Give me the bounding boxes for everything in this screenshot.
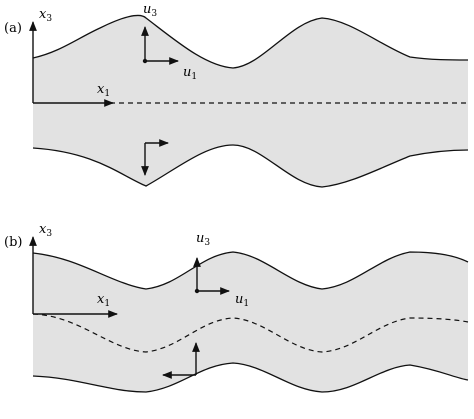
panel-a-bottom-surface (32, 144, 469, 188)
panel-a-plate-band (33, 15, 468, 187)
panel-b-u3-label: u3 (196, 231, 210, 248)
panel-b-plate-band (33, 252, 468, 392)
panel-b-top-origin-dot (194, 288, 200, 294)
panel-a-u1-label: u1 (183, 65, 197, 82)
panel-b-x1-label: x1 (97, 292, 110, 309)
panel-b-tag: (b) (4, 235, 22, 250)
panel-a: (a) x3 x1 u3 u1 (4, 2, 469, 188)
panel-a-top-surface (32, 14, 469, 69)
panel-b: (b) x3 x1 u3 u1 (4, 222, 469, 393)
panel-b-x3-label: x3 (39, 222, 52, 239)
panel-b-u1-label: u1 (235, 292, 249, 309)
panel-a-tag: (a) (4, 21, 22, 36)
panel-a-x1-label: x1 (97, 82, 110, 99)
panel-a-u3-label: u3 (143, 2, 157, 19)
panel-b-top-surface (32, 251, 469, 290)
panel-a-top-origin-dot (142, 58, 148, 64)
panel-a-x3-label: x3 (39, 7, 52, 24)
panel-b-bottom-surface (32, 362, 469, 393)
panel-b-midplane-dashed (32, 313, 469, 353)
